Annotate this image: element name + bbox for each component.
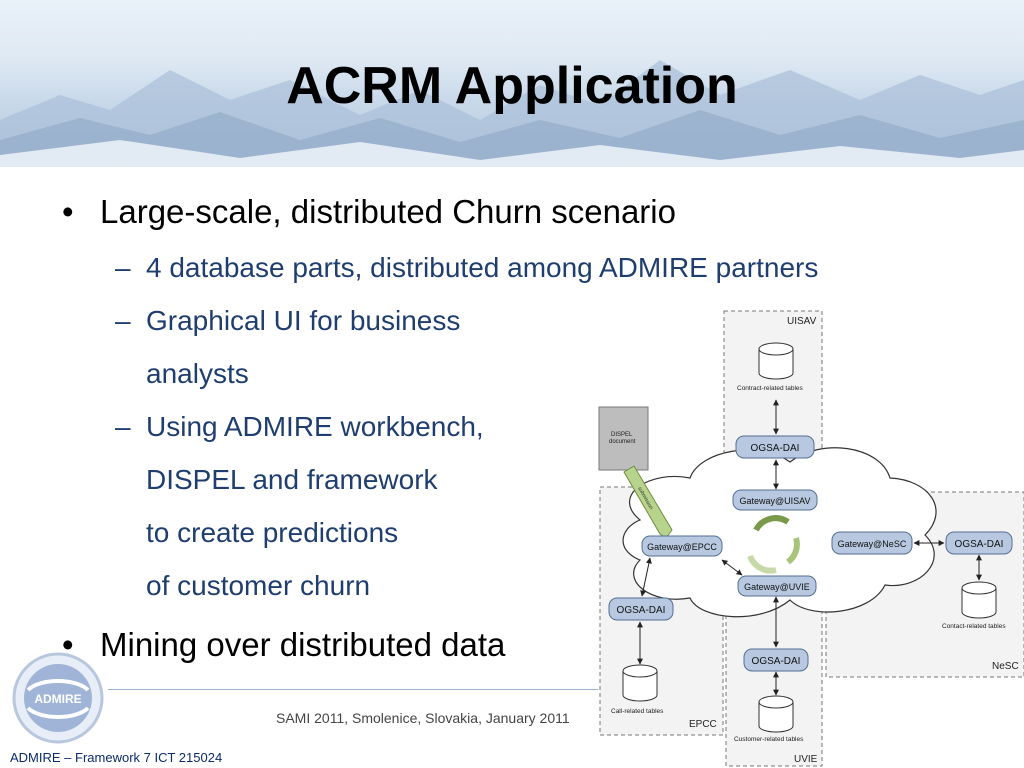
site-label-epcc: EPCC — [689, 719, 717, 730]
slide-title: ACRM Application — [286, 57, 738, 115]
title-banner: ACRM Application — [0, 0, 1024, 167]
logo-text: ADMIRE — [34, 692, 81, 706]
sub-bullet-1: 4 database parts, distributed among ADMI… — [146, 252, 819, 283]
bullet-2-text: Mining over distributed data — [100, 626, 506, 663]
dispel-doc-line1: DISPEL — [611, 432, 633, 438]
database-icon-contact — [961, 581, 997, 619]
svg-text:Gateway@UVIE: Gateway@UVIE — [744, 582, 810, 592]
node-ogsa-dai-uvie: OGSA-DAI — [743, 648, 809, 672]
site-label-uvie: UVIE — [794, 754, 818, 765]
svg-text:Gateway@NeSC: Gateway@NeSC — [838, 539, 907, 549]
sub-bullet-2-cont: analysts — [146, 358, 249, 389]
network-cloud — [622, 447, 937, 618]
svg-text:OGSA-DAI: OGSA-DAI — [617, 605, 666, 616]
node-ogsa-dai-uisav: OGSA-DAI — [735, 435, 815, 459]
mountain-backdrop — [0, 60, 1024, 167]
database-icon-customer — [758, 695, 794, 733]
footer-event: SAMI 2011, Smolenice, Slovakia, January … — [276, 710, 570, 726]
node-gateway-uisav: Gateway@UISAV — [732, 489, 818, 511]
table-label-contract: Contract-related tables — [737, 385, 804, 392]
bullet-marker: • — [62, 626, 74, 663]
sub-dash: – — [115, 411, 131, 442]
svg-text:Gateway@EPCC: Gateway@EPCC — [647, 542, 717, 552]
node-gateway-epcc: Gateway@EPCC — [641, 535, 723, 557]
table-label-customer: Customer-related tables — [734, 736, 804, 743]
cycle-icon — [747, 515, 800, 574]
sub-dash: – — [115, 252, 131, 283]
svg-text:OGSA-DAI: OGSA-DAI — [751, 443, 800, 454]
footer-project: ADMIRE – Framework 7 ICT 215024 — [10, 750, 223, 765]
sub-bullet-3: Using ADMIRE workbench, — [146, 411, 484, 442]
svg-text:OGSA-DAI: OGSA-DAI — [752, 656, 801, 667]
svg-text:OGSA-DAI: OGSA-DAI — [955, 539, 1004, 550]
sub-bullet-3-cont-1: DISPEL and framework — [146, 464, 438, 495]
footer-divider — [108, 689, 598, 690]
bullet-1-text: Large-scale, distributed Churn scenario — [100, 193, 676, 230]
node-ogsa-dai-nesc: OGSA-DAI — [945, 531, 1013, 555]
dispel-doc-line2: document — [609, 439, 636, 445]
sub-bullet-3-cont-3: of customer churn — [146, 570, 371, 601]
node-ogsa-dai-epcc: OGSA-DAI — [608, 597, 674, 621]
link-gwepcc-gwuvie — [721, 559, 743, 576]
node-gateway-nesc: Gateway@NeSC — [831, 531, 913, 555]
database-icon-call — [622, 664, 658, 702]
table-label-contact: Contact-related tables — [942, 623, 1006, 630]
svg-text:Gateway@UISAV: Gateway@UISAV — [740, 496, 811, 506]
table-label-call: Call-related tables — [611, 708, 664, 715]
sub-bullet-3-cont-2: to create predictions — [146, 517, 399, 548]
bullet-marker: • — [62, 193, 74, 230]
dispel-document-icon — [598, 406, 649, 471]
link-gwepcc-ogsadai — [640, 557, 652, 597]
database-icon-contract — [758, 342, 794, 380]
sub-dash: – — [115, 305, 131, 336]
admire-logo: ADMIRE — [12, 652, 104, 744]
site-label-uisav: UISAV — [787, 316, 817, 327]
sub-bullet-2: Graphical UI for business — [146, 305, 461, 336]
node-gateway-uvie: Gateway@UVIE — [737, 575, 817, 597]
site-label-nesc: NeSC — [992, 661, 1019, 672]
